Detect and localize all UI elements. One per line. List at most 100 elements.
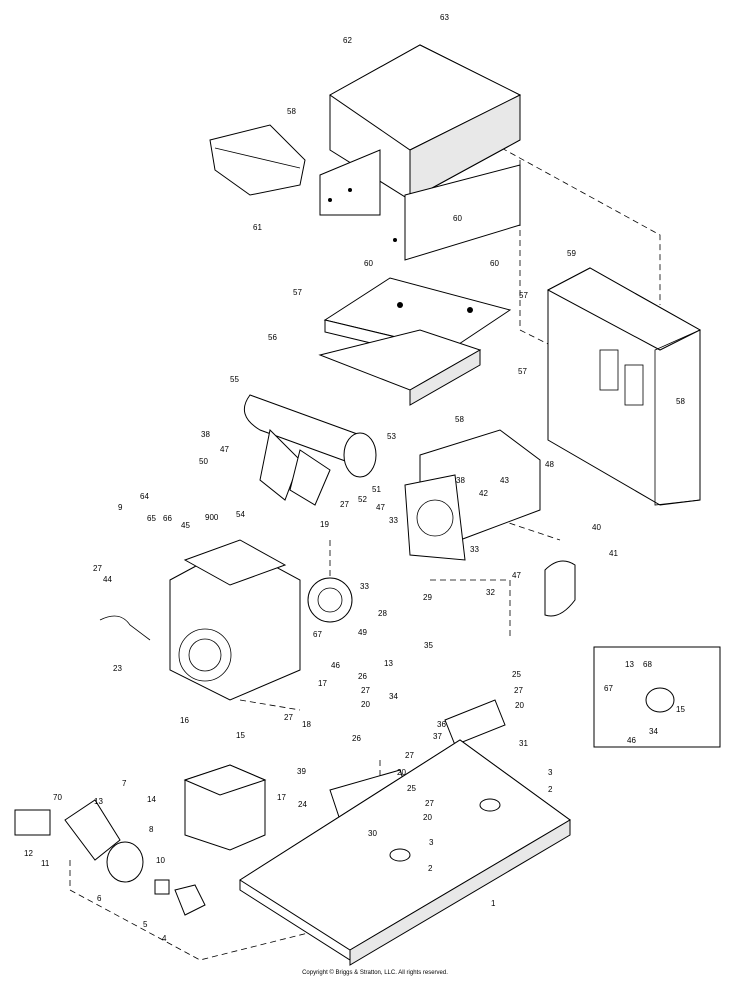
callout-65: 65 [147,514,156,523]
callout-47: 47 [512,571,521,580]
callout-42: 42 [479,489,488,498]
callout-57: 57 [519,291,528,300]
callout-52: 52 [358,495,367,504]
callout-27: 27 [361,686,370,695]
front-trim-piece [209,124,306,196]
callout-27: 27 [284,713,293,722]
callout-33: 33 [360,582,369,591]
callout-47: 47 [376,503,385,512]
callout-20: 20 [423,813,432,822]
callout-60: 60 [453,214,462,223]
callout-58: 58 [287,107,296,116]
callout-59: 59 [567,249,576,258]
callout-1: 1 [491,899,496,908]
callout-11: 11 [41,859,50,868]
callout-48: 48 [545,460,554,469]
callout-23: 23 [113,664,122,673]
callout-19: 19 [320,520,329,529]
end-cap [544,560,576,617]
callout-18: 18 [302,720,311,729]
mounting-bracket [64,799,121,861]
callout-38: 38 [456,476,465,485]
callout-67: 67 [313,630,322,639]
inset-callout-15: 15 [676,705,685,714]
callout-14: 14 [147,795,156,804]
callout-60: 60 [490,259,499,268]
callout-900: 900 [205,513,219,522]
callout-31: 31 [519,739,528,748]
callout-49: 49 [358,628,367,637]
callout-4: 4 [162,934,167,943]
callout-28: 28 [378,609,387,618]
callout-53: 53 [387,432,396,441]
callout-30: 30 [368,829,377,838]
callout-41: 41 [609,549,618,558]
callout-2: 2 [548,785,553,794]
inset-callout-34: 34 [649,727,658,736]
gasket-ring [307,577,353,623]
rear-enclosure-panel [546,267,702,506]
callout-27: 27 [514,686,523,695]
callout-43: 43 [500,476,509,485]
callout-61: 61 [253,223,262,232]
callout-29: 29 [423,593,432,602]
callout-46: 46 [331,661,340,670]
callout-27: 27 [93,564,102,573]
callout-39: 39 [297,767,306,776]
callout-5: 5 [143,920,148,929]
callout-27: 27 [340,500,349,509]
callout-51: 51 [372,485,381,494]
callout-33: 33 [389,516,398,525]
callout-63: 63 [440,13,449,22]
callout-6: 6 [97,894,102,903]
callout-3: 3 [548,768,553,777]
battery [183,764,267,851]
inset-callout-46: 46 [627,736,636,745]
callout-17: 17 [318,679,327,688]
inset-detail-box [593,646,721,748]
callout-47: 47 [220,445,229,454]
breather-hose [99,615,151,641]
callout-34: 34 [389,692,398,701]
callout-10: 10 [156,856,165,865]
callout-40: 40 [592,523,601,532]
label-plate [14,809,51,836]
callout-32: 32 [486,588,495,597]
callout-33: 33 [470,545,479,554]
callout-60: 60 [364,259,373,268]
callout-24: 24 [298,800,307,809]
mount-rail-31 [444,699,506,746]
callout-58: 58 [455,415,464,424]
callout-26: 26 [358,672,367,681]
callout-13: 13 [384,659,393,668]
callout-54: 54 [236,510,245,519]
callout-37: 37 [433,732,442,741]
callout-12: 12 [24,849,33,858]
callout-64: 64 [140,492,149,501]
callout-70: 70 [53,793,62,802]
callout-26: 26 [352,734,361,743]
callout-16: 16 [180,716,189,725]
callout-15: 15 [236,731,245,740]
callout-62: 62 [343,36,352,45]
fuel-regulator [106,841,144,883]
callout-20: 20 [361,700,370,709]
callout-8: 8 [149,825,154,834]
callout-50: 50 [199,457,208,466]
vibration-mounts [389,798,501,862]
callout-25: 25 [512,670,521,679]
copyright-notice: Copyright © Briggs & Stratton, LLC. All … [302,970,448,976]
callout-25: 25 [407,784,416,793]
callout-17: 17 [277,793,286,802]
callout-57: 57 [293,288,302,297]
callout-56: 56 [268,333,277,342]
base-plate-56 [318,329,482,406]
inset-callout-67: 67 [604,684,613,693]
callout-7: 7 [122,779,127,788]
callout-57: 57 [518,367,527,376]
side-panel-60 [393,164,521,261]
callout-2: 2 [428,864,433,873]
callout-3: 3 [429,838,434,847]
callout-58: 58 [676,397,685,406]
generator-housing [404,429,541,561]
